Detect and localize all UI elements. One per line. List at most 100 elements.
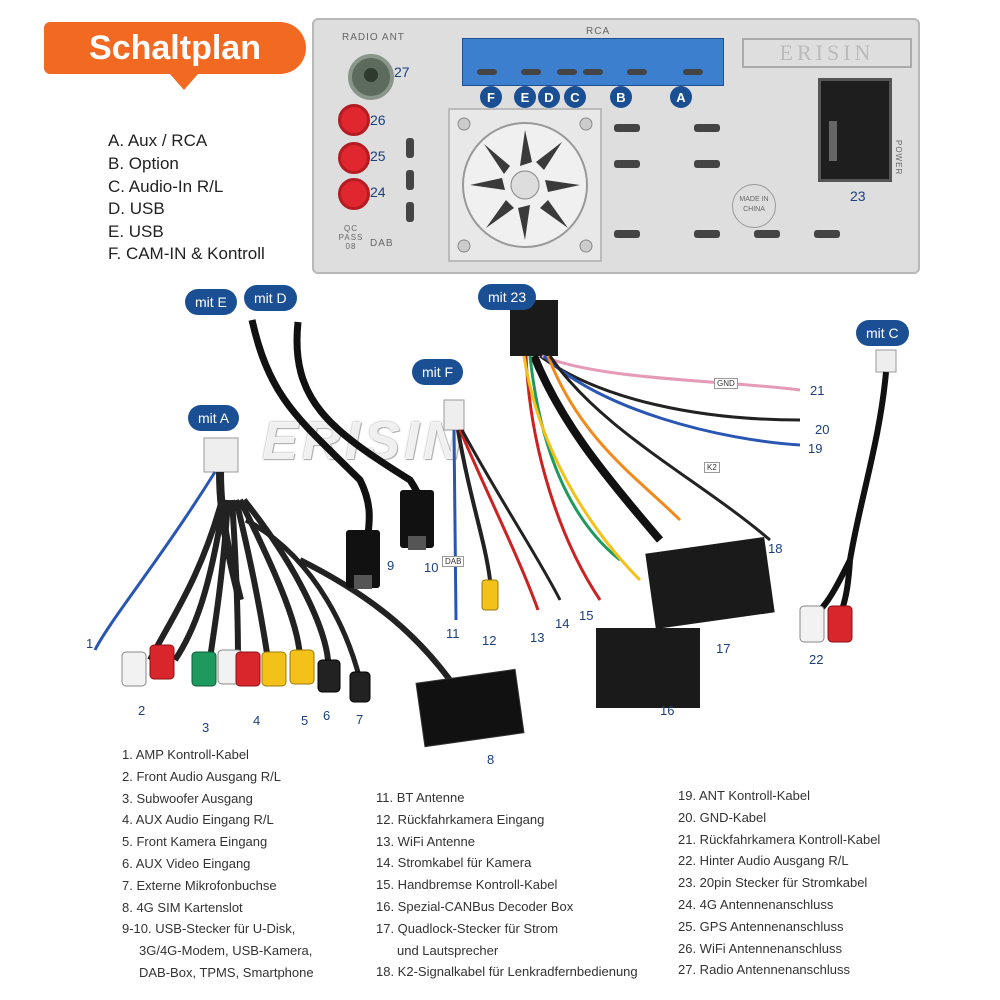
part-number-12: 12 [482, 633, 497, 648]
dab-cable-tag: DAB [442, 556, 465, 567]
harness-f [443, 399, 562, 621]
list-item: 23. 20pin Stecker für Stromkabel [678, 875, 868, 891]
watermark: ERISIN [262, 411, 467, 471]
port-badge-d: D [538, 86, 560, 108]
rca-connector-block [462, 38, 724, 86]
legend-item-f: F. CAM-IN & Kontroll [108, 244, 265, 263]
part-number-5: 5 [301, 713, 309, 728]
cooling-fan [448, 108, 602, 262]
list-item: 20. GND-Kabel [678, 809, 767, 825]
harness-power [510, 300, 801, 708]
part-number-15: 15 [579, 608, 594, 623]
part-number-7: 7 [356, 712, 364, 727]
port-badge-e: E [514, 86, 536, 108]
antenna-number-27: 27 [394, 64, 410, 80]
usb-cables [248, 319, 434, 589]
k2-cable-tag: K2 [704, 462, 720, 473]
antenna-number-26: 26 [370, 112, 386, 128]
cable-illustration [93, 300, 897, 748]
part-number-8: 8 [487, 752, 495, 767]
list-item: 5. Front Kamera Eingang [122, 834, 268, 850]
page-title: Schaltplan [89, 28, 261, 67]
mit-23-badge: mit 23 [478, 284, 537, 310]
mit-d-badge: mit D [244, 285, 297, 311]
4g-antenna-connector [338, 178, 370, 210]
cable-c [799, 349, 897, 643]
power-label: POWER [894, 140, 903, 176]
wifi-antenna-connector [338, 104, 370, 136]
list-item: und Lautsprecher [397, 942, 499, 958]
part-number-11: 11 [446, 626, 460, 641]
list-item: 9-10. USB-Stecker für U-Disk, [122, 921, 296, 937]
radio-antenna-connector [348, 54, 394, 100]
radio-ant-label: RADIO ANT [342, 32, 405, 43]
list-item: 8. 4G SIM Kartenslot [122, 899, 243, 915]
part-number-3: 3 [202, 720, 210, 735]
title-badge-tail [170, 74, 198, 90]
power-connector-20pin [818, 78, 892, 182]
list-item: 2. Front Audio Ausgang R/L [122, 768, 281, 784]
legend-column-2: 11. BT Antenne 12. Rückfahrkamera Eingan… [376, 787, 638, 983]
list-item: 3G/4G-Modem, USB-Kamera, [139, 943, 313, 959]
part-number-16: 16 [660, 703, 675, 718]
list-item: 24. 4G Antennenanschluss [678, 896, 834, 912]
list-item: 13. WiFi Antenne [376, 833, 475, 849]
list-item: 17. Quadlock-Stecker für Strom [376, 920, 559, 936]
port-badge-c: C [564, 86, 586, 108]
part-number-2: 2 [138, 703, 146, 718]
brand-plate: ERISIN [742, 38, 912, 68]
list-item: 16. Spezial-CANBus Decoder Box [376, 898, 574, 914]
list-item: 1. AMP Kontroll-Kabel [122, 747, 249, 762]
legend-item-e: E. USB [108, 222, 164, 241]
mit-f-badge: mit F [412, 359, 464, 385]
list-item: 6. AUX Video Eingang [122, 855, 251, 871]
part-number-22: 22 [809, 652, 824, 667]
list-item: 15. Handbremse Kontroll-Kabel [376, 877, 558, 893]
made-in-seal: MADE IN CHINA [732, 184, 776, 228]
list-item: 22. Hinter Audio Ausgang R/L [678, 853, 849, 869]
port-badge-f: F [480, 86, 502, 108]
antenna-number-24: 24 [370, 184, 386, 200]
rca-label: RCA [586, 26, 611, 37]
part-number-10: 10 [424, 560, 439, 575]
list-item: 25. GPS Antennenanschluss [678, 918, 844, 934]
list-item: 14. Stromkabel für Kamera [376, 855, 532, 871]
part-number-13: 13 [530, 630, 545, 645]
list-item: DAB-Box, TPMS, Smartphone [139, 964, 314, 980]
port-badge-b: B [610, 86, 632, 108]
part-number-20: 20 [815, 422, 830, 437]
part-number-9: 9 [387, 558, 395, 573]
list-item: 7. Externe Mikrofonbuchse [122, 877, 277, 893]
part-number-18: 18 [768, 541, 783, 556]
antenna-number-25: 25 [370, 148, 386, 164]
list-item: 3. Subwoofer Ausgang [122, 790, 253, 806]
head-unit-back-panel: RADIO ANT 27 26 25 24 QC PASS 08 DAB RCA… [312, 18, 920, 274]
legend-item-d: D. USB [108, 199, 165, 218]
gnd-cable-tag: GND [714, 378, 738, 389]
legend-item-b: B. Option [108, 154, 179, 173]
part-number-17: 17 [716, 641, 731, 656]
mit-c-badge: mit C [856, 320, 909, 346]
dab-label: DAB [370, 238, 394, 249]
part-number-21: 21 [810, 383, 825, 398]
list-item: 26. WiFi Antennenanschluss [678, 940, 843, 956]
list-item: 12. Rückfahrkamera Eingang [376, 811, 545, 827]
power-connector-number: 23 [850, 188, 866, 204]
part-number-4: 4 [253, 713, 261, 728]
qc-pass-label: QC PASS 08 [338, 224, 364, 251]
list-item: 27. Radio Antennenanschluss [678, 962, 851, 978]
legend-item-c: C. Audio-In R/L [108, 177, 224, 196]
legend-column-3: 19. ANT Kontroll-Kabel 20. GND-Kabel 21.… [678, 785, 880, 981]
list-item: 11. BT Antenne [376, 790, 465, 805]
part-number-14: 14 [555, 616, 570, 631]
title-badge: Schaltplan [44, 22, 306, 74]
fan-icon [457, 117, 593, 253]
list-item: 19. ANT Kontroll-Kabel [678, 788, 810, 803]
list-item: 18. K2-Signalkabel für Lenkradfernbedien… [376, 964, 638, 980]
mit-a-badge: mit A [188, 405, 240, 431]
list-item: 4. AUX Audio Eingang R/L [122, 812, 274, 828]
harness-a [93, 437, 525, 748]
list-item: 21. Rückfahrkamera Kontroll-Kabel [678, 831, 881, 847]
part-number-6: 6 [323, 708, 331, 723]
mit-e-badge: mit E [185, 289, 237, 315]
